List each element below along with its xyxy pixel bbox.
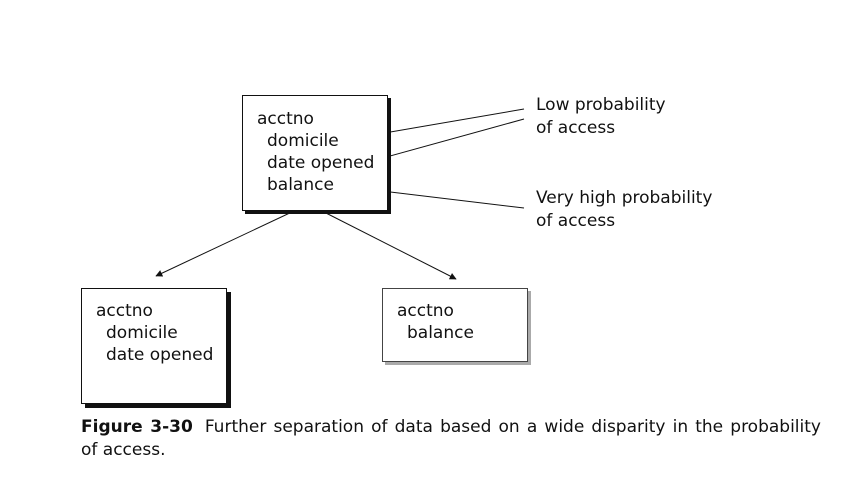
high-probability-line-2: of access (536, 211, 616, 231)
arrow-to-left-box (155, 210, 295, 277)
top-field-acctno: acctno (257, 109, 314, 129)
arrow-to-right-box (321, 210, 457, 280)
top-field-date-opened: date opened (267, 153, 375, 173)
arrow-low-to-date-opened (371, 118, 525, 163)
top-field-balance: balance (267, 175, 334, 195)
figure-number: Figure 3-30 (81, 417, 193, 437)
right-field-acctno: acctno (397, 301, 454, 321)
right-record-box: acctno balance (382, 288, 528, 362)
top-field-domicile: domicile (267, 131, 339, 151)
caption-text: Further separation of data based on a wi… (81, 417, 821, 460)
right-field-balance: balance (407, 323, 474, 343)
left-record-box: acctno domicile date opened (81, 288, 227, 404)
left-field-domicile: domicile (106, 323, 178, 343)
left-field-date-opened: date opened (106, 345, 214, 365)
high-probability-label: Very high probability of access (536, 187, 712, 233)
low-probability-label: Low probability of access (536, 94, 666, 140)
high-probability-line-1: Very high probability (536, 188, 713, 208)
low-probability-line-1: Low probability (536, 95, 666, 115)
left-field-acctno: acctno (96, 301, 153, 321)
top-record-box: acctno domicile date opened balance (242, 95, 388, 211)
low-probability-line-2: of access (536, 118, 616, 138)
